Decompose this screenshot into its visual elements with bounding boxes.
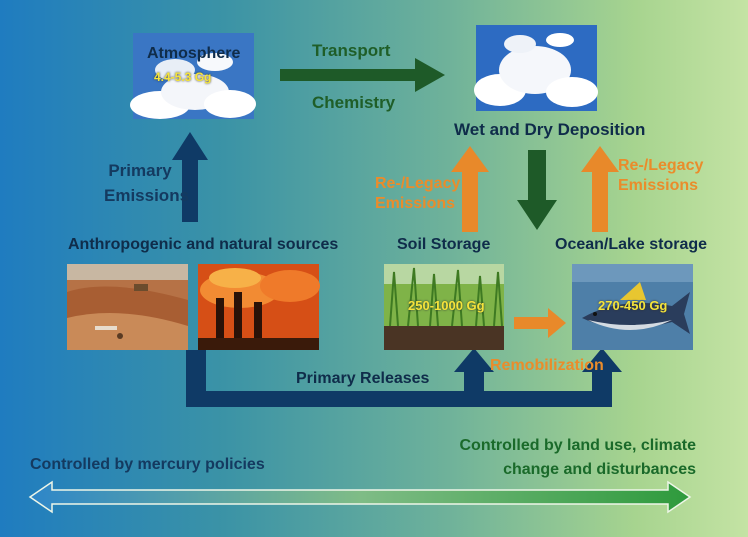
legacy-right-line1: Re-/Legacy (618, 157, 704, 174)
legacy-emissions-arrow-left (451, 146, 489, 232)
primary-releases-label: Primary Releases (296, 370, 430, 387)
chemistry-label: Chemistry (312, 93, 396, 112)
remobilization-arrow (514, 308, 566, 338)
soil-value: 250-1000 Gg (408, 298, 485, 313)
legacy-emissions-label-left: Re-/Legacy Emissions (375, 174, 460, 214)
grass-soil-photo (384, 264, 504, 350)
transport-arrow (280, 58, 445, 92)
primary-releases-arrow (186, 348, 622, 407)
remobilization-label: Remobilization (490, 357, 604, 374)
ocean-title: Ocean/Lake storage (555, 236, 708, 253)
primary-emissions-line2: Emissions (104, 186, 190, 205)
atmosphere-photo (130, 33, 256, 119)
soil-title: Soil Storage (397, 236, 491, 253)
mining-site-photo (67, 264, 188, 350)
primary-emissions-label: Primary Emissions (104, 158, 189, 208)
primary-emissions-arrow (172, 132, 208, 222)
atmosphere-title: Atmosphere (147, 45, 241, 62)
sources-title: Anthropogenic and natural sources (68, 236, 339, 253)
legacy-emissions-label-right: Re-/Legacy Emissions (618, 156, 703, 196)
policy-range-double-arrow (28, 480, 692, 514)
landuse-line2: change and disturbances (503, 461, 696, 478)
legacy-emissions-arrow-right (581, 146, 619, 232)
landuse-line1: Controlled by land use, climate (459, 437, 697, 454)
deposition-down-arrow (517, 150, 557, 230)
transport-label: Transport (312, 41, 391, 60)
smokestacks-photo (198, 264, 320, 350)
tuna-fish-photo (572, 264, 693, 350)
deposition-photo (474, 25, 598, 111)
deposition-title: Wet and Dry Deposition (454, 120, 646, 139)
ocean-value: 270-450 Gg (598, 298, 668, 313)
legacy-left-line1: Re-/Legacy (375, 175, 461, 192)
policy-control-label: Controlled by mercury policies (30, 456, 265, 473)
legacy-right-line2: Emissions (618, 177, 699, 194)
landuse-control-label: Controlled by land use, climate change a… (440, 434, 697, 482)
primary-emissions-line1: Primary (108, 161, 172, 180)
legacy-left-line2: Emissions (375, 195, 456, 212)
atmosphere-value: 4.4-5.3 Gg (154, 70, 212, 84)
